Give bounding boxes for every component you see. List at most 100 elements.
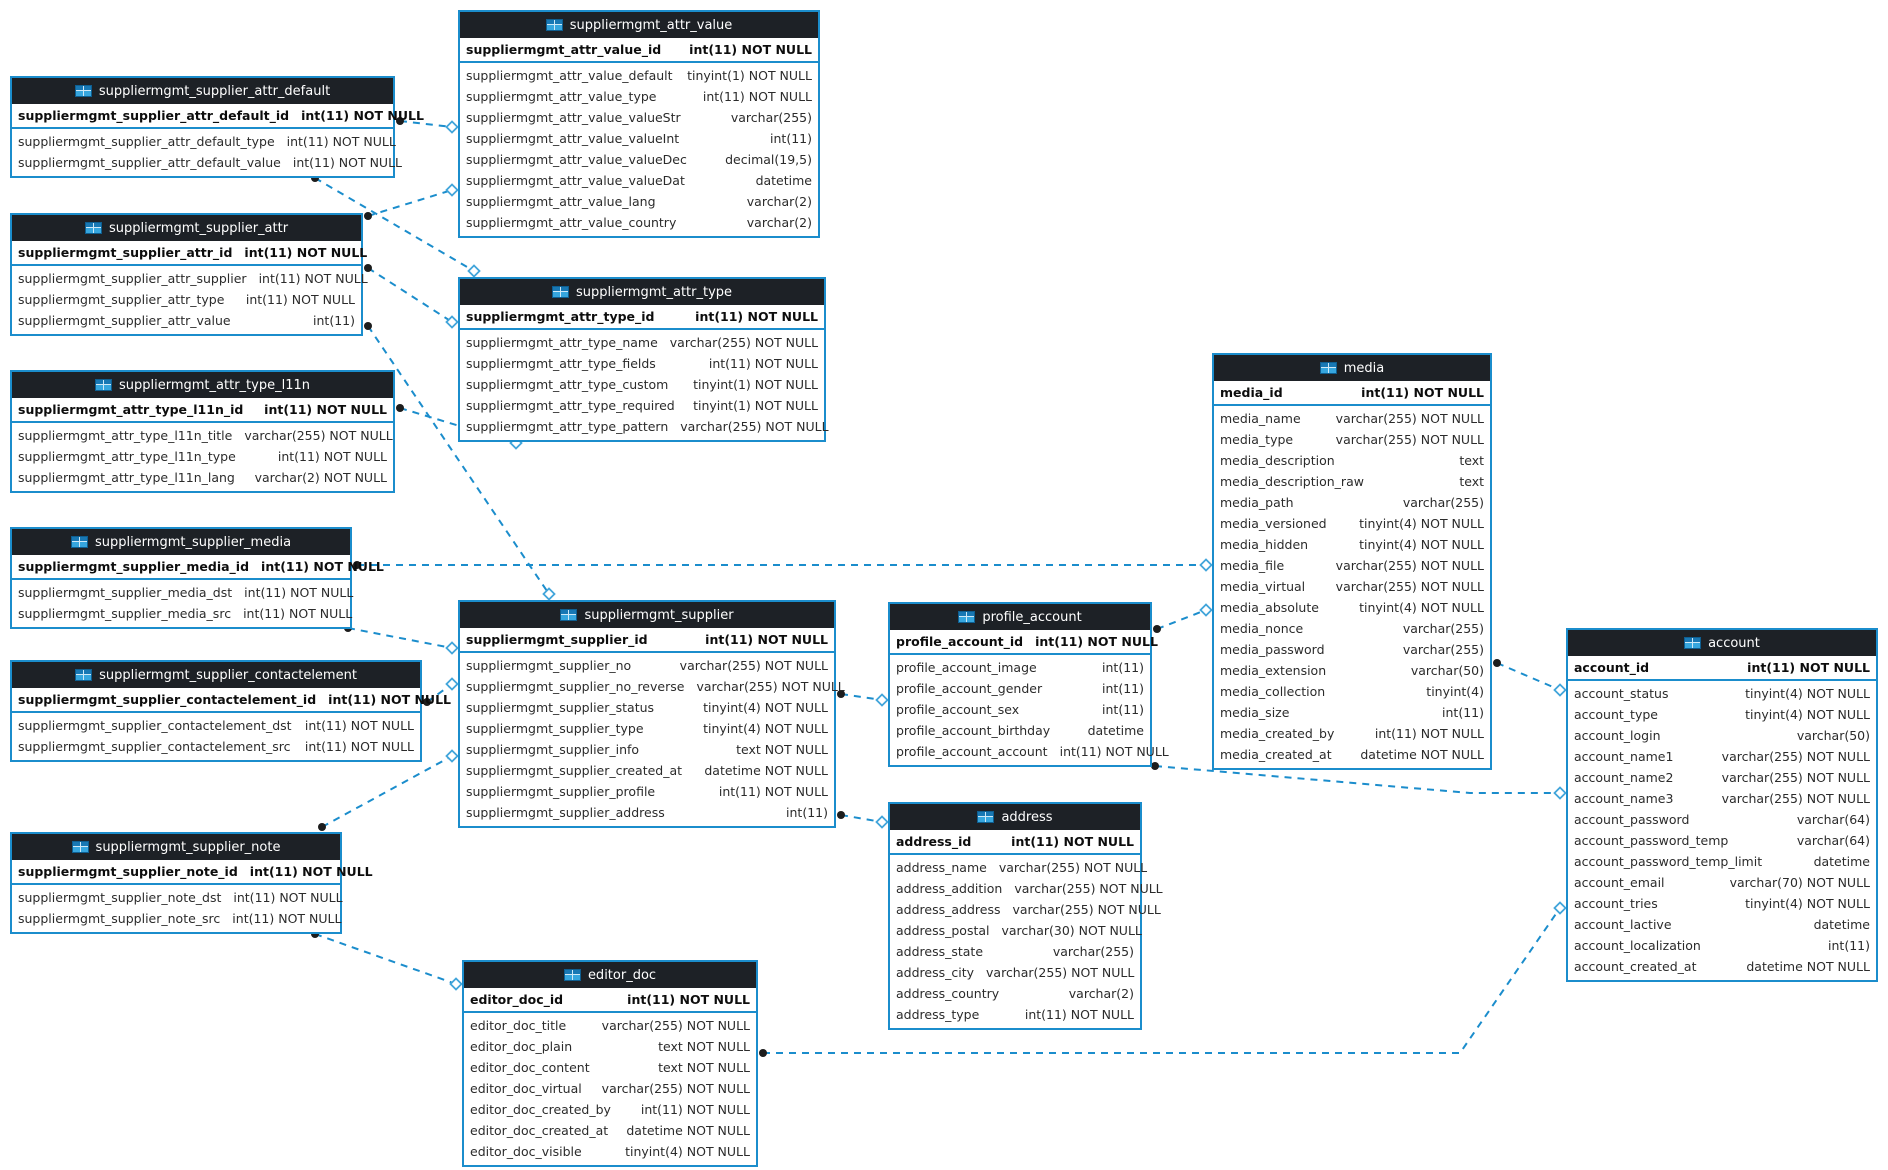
table-header[interactable]: account xyxy=(1568,630,1876,656)
field-row[interactable]: suppliermgmt_supplier_contactelement_dst… xyxy=(12,715,420,736)
field-row[interactable]: account_localization int(11) xyxy=(1568,935,1876,956)
primary-key-row[interactable]: suppliermgmt_supplier_attr_default_id in… xyxy=(12,104,424,129)
field-row[interactable]: account_created_at datetime NOT NULL xyxy=(1568,956,1876,977)
field-row[interactable]: account_login varchar(50) xyxy=(1568,725,1876,746)
field-row[interactable]: suppliermgmt_supplier_contactelement_src… xyxy=(12,736,420,757)
field-row[interactable]: address_name varchar(255) NOT NULL xyxy=(890,857,1147,878)
field-row[interactable]: media_created_by int(11) NOT NULL xyxy=(1214,723,1490,744)
field-row[interactable]: account_email varchar(70) NOT NULL xyxy=(1568,872,1876,893)
db-table-editor_doc[interactable]: editor_doc editor_doc_id int(11) NOT NUL… xyxy=(462,960,758,1167)
field-row[interactable]: suppliermgmt_supplier_profile int(11) NO… xyxy=(460,781,834,802)
field-row[interactable]: suppliermgmt_supplier_no varchar(255) NO… xyxy=(460,655,834,676)
field-row[interactable]: suppliermgmt_supplier_attr_default_type … xyxy=(12,131,396,152)
field-row[interactable]: suppliermgmt_attr_type_fields int(11) NO… xyxy=(460,353,824,374)
field-row[interactable]: address_postal varchar(30) NOT NULL xyxy=(890,920,1142,941)
relationship-media-to-account[interactable] xyxy=(1493,659,1567,697)
table-header[interactable]: suppliermgmt_supplier_note xyxy=(12,834,340,860)
table-header[interactable]: suppliermgmt_attr_type_l11n xyxy=(12,372,393,398)
field-row[interactable]: media_description_raw text xyxy=(1214,471,1490,492)
primary-key-row[interactable]: suppliermgmt_attr_value_id int(11) NOT N… xyxy=(460,38,818,63)
primary-key-row[interactable]: suppliermgmt_supplier_attr_id int(11) NO… xyxy=(12,241,367,266)
table-header[interactable]: profile_account xyxy=(890,604,1150,630)
field-row[interactable]: suppliermgmt_supplier_media_dst int(11) … xyxy=(12,582,353,603)
field-row[interactable]: suppliermgmt_supplier_note_dst int(11) N… xyxy=(12,887,343,908)
primary-key-row[interactable]: profile_account_id int(11) NOT NULL xyxy=(890,630,1158,655)
field-row[interactable]: media_description text xyxy=(1214,450,1490,471)
field-row[interactable]: account_password_temp varchar(64) xyxy=(1568,830,1876,851)
field-row[interactable]: suppliermgmt_supplier_media_src int(11) … xyxy=(12,603,352,624)
field-row[interactable]: media_nonce varchar(255) xyxy=(1214,618,1490,639)
db-table-suppliermgmt_supplier_contactelement[interactable]: suppliermgmt_supplier_contactelement sup… xyxy=(10,660,451,762)
field-row[interactable]: suppliermgmt_supplier_attr_default_value… xyxy=(12,152,402,173)
db-table-suppliermgmt_attr_value[interactable]: suppliermgmt_attr_value suppliermgmt_att… xyxy=(458,10,820,238)
table-header[interactable]: suppliermgmt_supplier_media xyxy=(12,529,350,555)
primary-key-row[interactable]: suppliermgmt_supplier_contactelement_id … xyxy=(12,688,451,713)
field-row[interactable]: address_addition varchar(255) NOT NULL xyxy=(890,878,1163,899)
db-table-account[interactable]: account account_id int(11) NOT NULL acco… xyxy=(1566,628,1878,982)
field-row[interactable]: media_type varchar(255) NOT NULL xyxy=(1214,429,1490,450)
field-row[interactable]: media_absolute tinyint(4) NOT NULL xyxy=(1214,597,1490,618)
field-row[interactable]: address_state varchar(255) xyxy=(890,941,1140,962)
field-row[interactable]: editor_doc_created_at datetime NOT NULL xyxy=(464,1120,756,1141)
field-row[interactable]: suppliermgmt_attr_value_type int(11) NOT… xyxy=(460,86,818,107)
field-row[interactable]: editor_doc_created_by int(11) NOT NULL xyxy=(464,1099,756,1120)
field-row[interactable]: suppliermgmt_attr_value_valueDat datetim… xyxy=(460,170,818,191)
field-row[interactable]: suppliermgmt_supplier_attr_supplier int(… xyxy=(12,268,368,289)
field-row[interactable]: account_name2 varchar(255) NOT NULL xyxy=(1568,767,1876,788)
field-row[interactable]: suppliermgmt_attr_value_valueInt int(11) xyxy=(460,128,818,149)
primary-key-row[interactable]: address_id int(11) NOT NULL xyxy=(890,830,1140,855)
field-row[interactable]: account_lactive datetime xyxy=(1568,914,1876,935)
field-row[interactable]: suppliermgmt_attr_type_l11n_title varcha… xyxy=(12,425,393,446)
relationship-suppliermgmt_supplier_attr-to-suppliermgmt_attr_value[interactable] xyxy=(364,183,459,221)
relationship-profile_account-to-media[interactable] xyxy=(1153,603,1213,634)
field-row[interactable]: profile_account_image int(11) xyxy=(890,657,1150,678)
relationship-suppliermgmt_supplier_attr-to-suppliermgmt_attr_type[interactable] xyxy=(364,264,459,329)
db-table-suppliermgmt_attr_type[interactable]: suppliermgmt_attr_type suppliermgmt_attr… xyxy=(458,277,829,442)
field-row[interactable]: suppliermgmt_attr_value_valueDec decimal… xyxy=(460,149,818,170)
field-row[interactable]: suppliermgmt_attr_value_valueStr varchar… xyxy=(460,107,818,128)
field-row[interactable]: media_password varchar(255) xyxy=(1214,639,1490,660)
relationship-editor_doc-to-account[interactable] xyxy=(759,901,1567,1058)
field-row[interactable]: account_password varchar(64) xyxy=(1568,809,1876,830)
field-row[interactable]: suppliermgmt_attr_value_country varchar(… xyxy=(460,212,818,233)
field-row[interactable]: suppliermgmt_supplier_attr_value int(11) xyxy=(12,310,361,331)
field-row[interactable]: suppliermgmt_attr_type_l11n_type int(11)… xyxy=(12,446,393,467)
field-row[interactable]: media_collection tinyint(4) xyxy=(1214,681,1490,702)
field-row[interactable]: media_virtual varchar(255) NOT NULL xyxy=(1214,576,1490,597)
field-row[interactable]: editor_doc_visible tinyint(4) NOT NULL xyxy=(464,1141,756,1162)
field-row[interactable]: account_password_temp_limit datetime xyxy=(1568,851,1876,872)
db-table-suppliermgmt_supplier_media[interactable]: suppliermgmt_supplier_media suppliermgmt… xyxy=(10,527,384,629)
relationship-suppliermgmt_supplier_attr-to-suppliermgmt_supplier[interactable] xyxy=(364,322,556,601)
db-table-suppliermgmt_supplier[interactable]: suppliermgmt_supplier suppliermgmt_suppl… xyxy=(458,600,845,828)
field-row[interactable]: suppliermgmt_supplier_created_at datetim… xyxy=(460,760,834,781)
field-row[interactable]: media_created_at datetime NOT NULL xyxy=(1214,744,1490,765)
field-row[interactable]: media_path varchar(255) xyxy=(1214,492,1490,513)
field-row[interactable]: editor_doc_plain text NOT NULL xyxy=(464,1036,756,1057)
table-header[interactable]: suppliermgmt_supplier_attr xyxy=(12,215,361,241)
table-header[interactable]: address xyxy=(890,804,1140,830)
db-table-suppliermgmt_supplier_attr_default[interactable]: suppliermgmt_supplier_attr_default suppl… xyxy=(10,76,424,178)
table-header[interactable]: suppliermgmt_supplier_contactelement xyxy=(12,662,420,688)
relationship-suppliermgmt_supplier_note-to-editor_doc[interactable] xyxy=(311,930,463,991)
db-table-address[interactable]: address address_id int(11) NOT NULL addr… xyxy=(888,802,1163,1030)
relationship-suppliermgmt_supplier_note-to-suppliermgmt_supplier[interactable] xyxy=(318,749,459,832)
relationship-suppliermgmt_supplier_contactelement-to-suppliermgmt_supplier[interactable] xyxy=(423,677,459,707)
field-row[interactable]: editor_doc_title varchar(255) NOT NULL xyxy=(464,1015,756,1036)
primary-key-row[interactable]: suppliermgmt_attr_type_l11n_id int(11) N… xyxy=(12,398,393,423)
field-row[interactable]: account_type tinyint(4) NOT NULL xyxy=(1568,704,1876,725)
relationship-profile_account-to-account[interactable] xyxy=(1151,762,1567,800)
field-row[interactable]: suppliermgmt_supplier_note_src int(11) N… xyxy=(12,908,341,929)
table-header[interactable]: media xyxy=(1214,355,1490,381)
field-row[interactable]: address_address varchar(255) NOT NULL xyxy=(890,899,1161,920)
field-row[interactable]: profile_account_account int(11) NOT NULL xyxy=(890,741,1169,762)
field-row[interactable]: media_hidden tinyint(4) NOT NULL xyxy=(1214,534,1490,555)
field-row[interactable]: suppliermgmt_attr_type_l11n_lang varchar… xyxy=(12,467,393,488)
db-table-profile_account[interactable]: profile_account profile_account_id int(1… xyxy=(888,602,1169,767)
table-header[interactable]: suppliermgmt_supplier xyxy=(460,602,834,628)
field-row[interactable]: suppliermgmt_attr_type_pattern varchar(2… xyxy=(460,416,829,437)
primary-key-row[interactable]: media_id int(11) NOT NULL xyxy=(1214,381,1490,406)
field-row[interactable]: suppliermgmt_supplier_attr_type int(11) … xyxy=(12,289,361,310)
field-row[interactable]: address_country varchar(2) xyxy=(890,983,1140,1004)
primary-key-row[interactable]: suppliermgmt_supplier_id int(11) NOT NUL… xyxy=(460,628,834,653)
field-row[interactable]: media_size int(11) xyxy=(1214,702,1490,723)
